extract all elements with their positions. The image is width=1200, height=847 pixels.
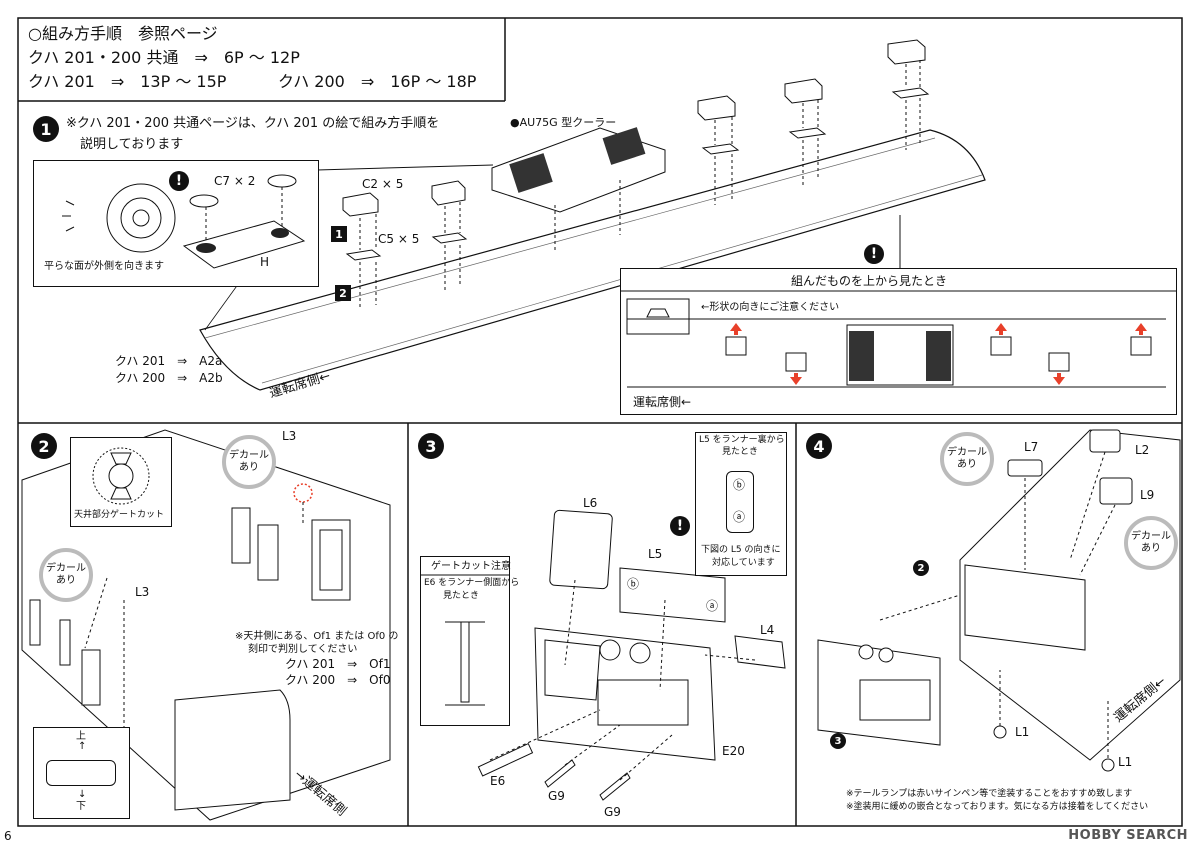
- c7-inset-box: ! C7 × 2 H 平らな面が外側を向きます: [33, 160, 319, 287]
- l5-part-mark-a: ⓐ: [706, 599, 719, 613]
- ref-step-2: 2: [913, 560, 929, 576]
- kuha200-of0: クハ 200 ⇒ Of0: [285, 673, 391, 687]
- up-label: 上: [76, 731, 86, 742]
- l2-label: L2: [1135, 443, 1150, 457]
- decal-text: デカール: [1131, 531, 1171, 542]
- c7-count: C7 × 2: [214, 174, 256, 188]
- l6-label: L6: [583, 496, 598, 510]
- ref-step-3: 3: [830, 733, 846, 749]
- gate-cut-note-title: ゲートカット注意: [431, 561, 511, 572]
- l5-note-1: 下図の L5 の向きに: [701, 545, 781, 555]
- substep-2: 2: [335, 285, 351, 301]
- l1-label-b: L1: [1118, 755, 1133, 769]
- inset-caption: 平らな面が外側を向きます: [44, 261, 164, 272]
- decal-badge: デカール あり: [940, 432, 994, 486]
- kuha200-a2b: クハ 200 ⇒ A2b: [115, 371, 223, 385]
- step2-number: 2: [31, 433, 57, 459]
- tail-lamp-note-1: ※テールランプは赤いサインペン等で塗装することをおすすめ致します: [846, 789, 1133, 799]
- gate-cut-inset: 天井部分ゲートカット: [70, 437, 172, 527]
- header-kuha201-pages: クハ 201 ⇒ 13P ～ 15P: [28, 72, 227, 91]
- g9-label-b: G9: [604, 805, 621, 819]
- kuha201-of1: クハ 201 ⇒ Of1: [285, 657, 391, 671]
- decal-badge: デカール あり: [222, 435, 276, 489]
- step1-note-line1: ※クハ 201・200 共通ページは、クハ 201 の絵で組み方手順を: [66, 116, 440, 131]
- decal-text-2: あり: [1141, 543, 1161, 554]
- e20-label: E20: [722, 744, 745, 758]
- warning-icon: !: [864, 244, 884, 264]
- g9-label-a: G9: [548, 789, 565, 803]
- watermark: HOBBY SEARCH: [1068, 828, 1188, 843]
- l5-runner-part: [726, 471, 754, 533]
- reference-header: ○組み方手順 参照ページ クハ 201・200 共通 ⇒ 6P ～ 12P クハ…: [24, 22, 504, 100]
- l5-label: L5: [648, 547, 663, 561]
- l4-label: L4: [760, 623, 775, 637]
- gate-cut-note-2: 見たとき: [443, 591, 480, 601]
- down-arrow: ↓: [78, 789, 87, 800]
- c5-count: C5 × 5: [378, 232, 420, 246]
- l5-mark-a: ⓐ: [733, 510, 746, 524]
- l5-part-mark-b: ⓑ: [627, 577, 640, 591]
- top-view-drawing: [621, 290, 1176, 388]
- top-view-title: 組んだものを上から見たとき: [791, 274, 948, 288]
- e6-side-drawing: [421, 574, 509, 706]
- cooler-label: ●AU75G 型クーラー: [510, 116, 617, 129]
- decal-text-2: あり: [56, 575, 76, 586]
- l3-top: L3: [282, 429, 297, 443]
- top-view-cab-side: 運転席側←: [633, 395, 692, 409]
- l5-view-2: 見たとき: [722, 447, 759, 457]
- page-number: 6: [4, 829, 12, 843]
- gate-cut-caption: 天井部分ゲートカット: [74, 510, 165, 520]
- header-common-pages: クハ 201・200 共通 ⇒ 6P ～ 12P: [28, 48, 300, 67]
- l3-left: L3: [135, 585, 150, 599]
- step1-note-line2: 説明しております: [80, 137, 184, 152]
- decal-badge: デカール あり: [1124, 516, 1178, 570]
- of-note-2: 刻印で判別してください: [248, 644, 358, 655]
- l5-view-1: L5 をランナー裏から: [699, 435, 785, 445]
- decal-text: デカール: [229, 450, 269, 461]
- step4-number: 4: [806, 433, 832, 459]
- shape-orientation-note: ←形状の向きにご注意ください: [701, 302, 840, 313]
- step3-number: 3: [418, 433, 444, 459]
- orientation-inset: 上 ↑ ↓ 下: [33, 727, 130, 819]
- up-arrow: ↑: [78, 741, 87, 752]
- decal-text-2: あり: [239, 462, 259, 473]
- l9-label: L9: [1140, 488, 1155, 502]
- l5-view-box: L5 をランナー裏から 見たとき ⓑ ⓐ 下図の L5 の向きに 対応しています: [695, 432, 787, 576]
- decal-text: デカール: [46, 563, 86, 574]
- kuha201-a2a: クハ 201 ⇒ A2a: [115, 354, 223, 368]
- down-label: 下: [76, 801, 86, 812]
- decal-text-2: あり: [957, 459, 977, 470]
- step1-number: 1: [33, 116, 59, 142]
- l1-label-a: L1: [1015, 725, 1030, 739]
- c7-inset-drawing: [62, 174, 306, 269]
- l7-label: L7: [1024, 440, 1039, 454]
- gate-cut-drawing: [92, 447, 150, 505]
- top-view-box: 組んだものを上から見たとき ←形状の向きにご注意ください 運転席側←: [620, 268, 1177, 415]
- l5-mark-b: ⓑ: [733, 478, 746, 492]
- l5-note-2: 対応しています: [712, 558, 775, 568]
- e6-label: E6: [490, 774, 506, 788]
- gate-cut-note-1: E6 をランナー側面から: [424, 578, 520, 588]
- gate-cut-note-box: ゲートカット注意 E6 をランナー側面から 見たとき: [420, 556, 519, 726]
- decal-badge: デカール あり: [39, 548, 93, 602]
- c2-count: C2 × 5: [362, 177, 404, 191]
- substep-1: 1: [331, 226, 347, 242]
- decal-text: デカール: [947, 447, 987, 458]
- of-note-1: ※天井側にある、Of1 または Of0 の: [235, 631, 399, 642]
- header-kuha200-pages: クハ 200 ⇒ 16P ～ 18P: [278, 72, 477, 91]
- cooler-unit: [491, 127, 666, 213]
- header-title: ○組み方手順 参照ページ: [28, 24, 218, 43]
- h-part-label: H: [260, 255, 270, 269]
- tail-lamp-note-2: ※塗装用に緩めの嵌合となっております。気になる方は接着をしてください: [846, 802, 1149, 812]
- warning-icon: !: [670, 516, 690, 536]
- warning-icon: !: [169, 171, 189, 191]
- lens-part: [46, 760, 116, 786]
